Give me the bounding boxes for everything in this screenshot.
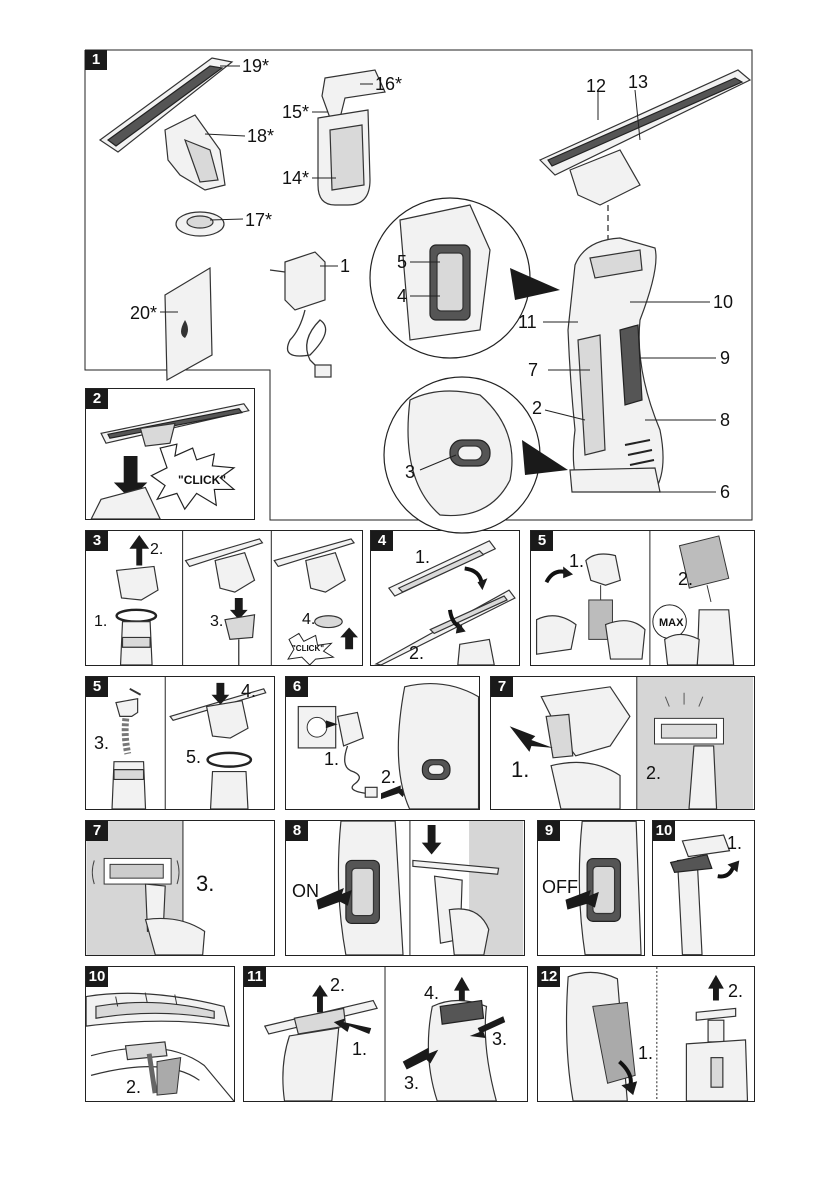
label-12: 12 <box>586 76 606 97</box>
step-5-2: 2. <box>678 569 693 590</box>
step-5-4: 4. <box>241 681 256 702</box>
label-5: 5 <box>397 252 407 273</box>
panel-3-number: 3 <box>86 531 108 551</box>
label-14: 14* <box>282 168 309 189</box>
panel-2-number: 2 <box>86 389 108 409</box>
panel-4-number: 4 <box>371 531 393 551</box>
label-13: 13 <box>628 72 648 93</box>
click-text-3: "CLICK" <box>292 644 324 653</box>
panel-7b-number: 7 <box>86 821 108 841</box>
step-7-3: 3. <box>196 871 214 897</box>
step-11-3a: 3. <box>492 1029 507 1050</box>
label-19: 19* <box>242 56 269 77</box>
label-4: 4 <box>397 286 407 307</box>
panel-9-number: 9 <box>538 821 560 841</box>
panel-8-number: 8 <box>286 821 308 841</box>
label-11: 11 <box>518 312 537 333</box>
step-5-5: 5. <box>186 747 201 768</box>
step-11-1: 1. <box>352 1039 367 1060</box>
label-15: 15* <box>282 102 309 123</box>
on-label: ON <box>292 881 319 902</box>
panel-10b-number: 10 <box>86 967 108 987</box>
label-17: 17* <box>245 210 272 231</box>
off-label: OFF <box>542 877 578 898</box>
step-4-1: 1. <box>415 547 430 568</box>
panel-12-number: 12 <box>538 967 560 987</box>
panel-7a-number: 7 <box>491 677 513 697</box>
label-20: 20* <box>130 303 157 324</box>
panel-1-number: 1 <box>85 50 107 70</box>
step-11-3b: 3. <box>404 1073 419 1094</box>
label-7: 7 <box>528 360 538 381</box>
label-6: 6 <box>720 482 730 503</box>
step-6-1: 1. <box>324 749 339 770</box>
panel-10a-number: 10 <box>653 821 675 841</box>
step-4-2: 2. <box>409 643 424 664</box>
label-8: 8 <box>720 410 730 431</box>
label-16: 16* <box>375 74 402 95</box>
step-3-2: 2. <box>150 541 163 559</box>
step-3-1: 1. <box>94 613 107 631</box>
label-1: 1 <box>340 256 350 277</box>
panel-5a-number: 5 <box>531 531 553 551</box>
label-2: 2 <box>532 398 542 419</box>
panel-11-number: 11 <box>244 967 266 987</box>
step-7-1: 1. <box>511 757 529 783</box>
step-3-4: 4. <box>302 611 315 629</box>
step-10-1: 1. <box>727 833 742 854</box>
click-text: "CLICK" <box>178 473 226 487</box>
panel-5b-number: 5 <box>86 677 108 697</box>
label-10: 10 <box>713 292 733 313</box>
label-18: 18* <box>247 126 274 147</box>
step-11-2: 2. <box>330 975 345 996</box>
max-mark: MAX <box>659 617 683 629</box>
label-3: 3 <box>405 462 415 483</box>
step-7-2: 2. <box>646 763 661 784</box>
step-3-3: 3. <box>210 613 223 631</box>
step-12-2: 2. <box>728 981 743 1002</box>
step-5-1: 1. <box>569 551 584 572</box>
step-5-3: 3. <box>94 733 109 754</box>
step-6-2: 2. <box>381 767 396 788</box>
step-11-4: 4. <box>424 983 439 1004</box>
step-10-2: 2. <box>126 1077 141 1098</box>
step-12-1: 1. <box>638 1043 653 1064</box>
label-9: 9 <box>720 348 730 369</box>
panel-6-number: 6 <box>286 677 308 697</box>
